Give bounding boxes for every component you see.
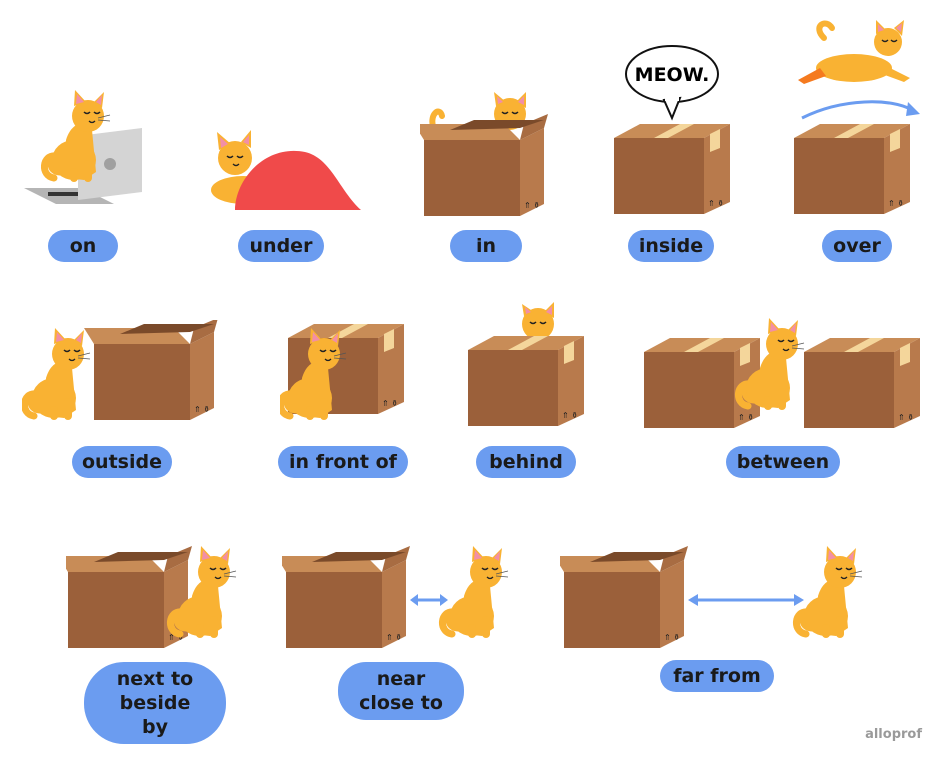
speech-bubble-text: MEOW. bbox=[635, 64, 710, 86]
label-over: over bbox=[822, 230, 892, 262]
label-behind: behind bbox=[476, 446, 576, 478]
label-next-to-line-1: next to bbox=[116, 668, 194, 690]
cat-in-front-of-box-illustration bbox=[280, 324, 404, 424]
label-next-to-line-2: beside bbox=[119, 692, 191, 714]
label-next-to-line-3: by bbox=[141, 716, 168, 738]
brand-logo: alloprof bbox=[865, 727, 922, 742]
label-near-line-2: close to bbox=[359, 692, 443, 714]
cat-behind-box-illustration bbox=[468, 302, 584, 426]
label-outside: outside bbox=[72, 446, 172, 478]
label-under: under bbox=[238, 230, 324, 262]
scene-on bbox=[18, 88, 148, 218]
scene-under bbox=[205, 130, 365, 220]
cat-between-boxes-illustration bbox=[644, 318, 920, 428]
cat-over-box-illustration bbox=[794, 20, 920, 214]
cat-near-box-illustration bbox=[282, 544, 522, 648]
label-near: near close to bbox=[338, 662, 464, 720]
cat-on-laptop-illustration bbox=[24, 88, 142, 204]
scene-far-from bbox=[560, 544, 880, 648]
scene-over bbox=[792, 18, 922, 216]
cat-outside-box-illustration bbox=[22, 320, 218, 424]
label-on: on bbox=[48, 230, 118, 262]
scene-in-front-of bbox=[280, 320, 410, 424]
cat-next-to-box-illustration bbox=[66, 544, 250, 648]
label-inside: inside bbox=[628, 230, 714, 262]
label-in: in bbox=[450, 230, 522, 262]
scene-between bbox=[642, 318, 924, 430]
label-in-front-of: in front of bbox=[278, 446, 408, 478]
cat-inside-box-illustration: MEOW. bbox=[614, 45, 730, 214]
scene-next-to bbox=[66, 544, 250, 648]
label-far-from: far from bbox=[660, 660, 774, 692]
label-between: between bbox=[726, 446, 840, 478]
cat-under-blanket-illustration bbox=[211, 130, 361, 210]
cat-in-box-illustration bbox=[420, 92, 548, 216]
label-next-to: next to beside by bbox=[84, 662, 226, 744]
scene-near bbox=[282, 544, 522, 648]
scene-in bbox=[420, 90, 550, 216]
cat-far-from-box-illustration bbox=[560, 544, 880, 648]
label-near-line-1: near bbox=[376, 668, 426, 690]
scene-behind bbox=[466, 300, 590, 428]
scene-inside: MEOW. bbox=[610, 40, 740, 216]
scene-outside bbox=[22, 320, 222, 424]
